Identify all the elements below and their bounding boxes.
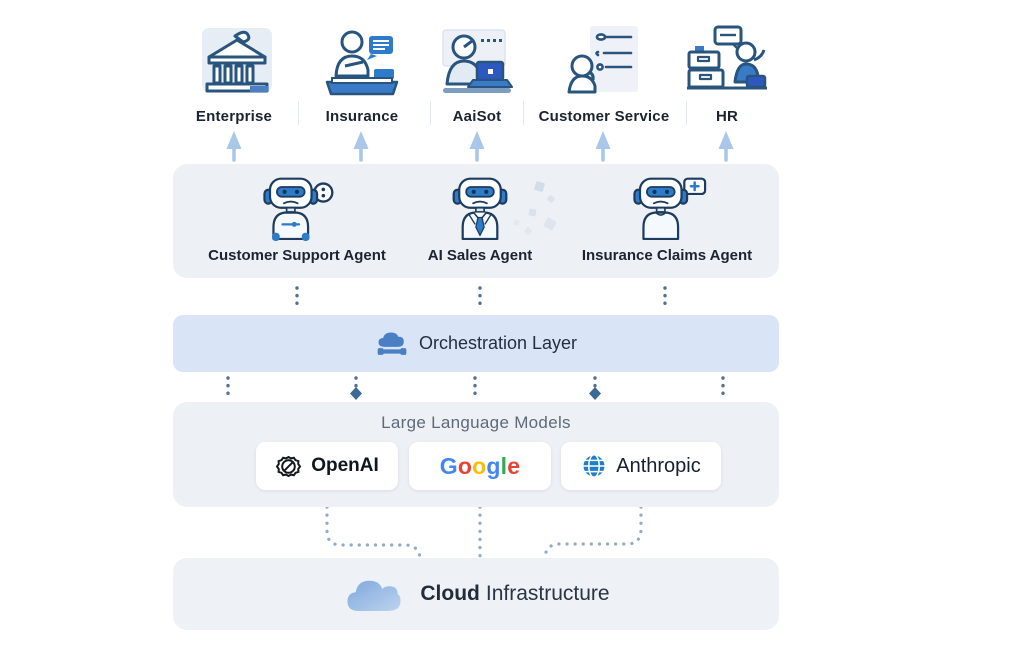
dotted-link [226,376,725,400]
sales-robot-icon [385,169,575,246]
agent-label: Customer Support Agent [208,247,386,264]
divider [298,101,299,125]
openai-label: OpenAI [311,455,379,476]
network-hub-icon [375,330,409,357]
cloud-icon [342,572,406,617]
category-label: Customer Service [538,108,670,125]
agent-label: Insurance Claims Agent [581,247,753,264]
category-aaisot: AaiSot [402,22,552,125]
up-arrow-icon [226,131,734,162]
diamond-arrowhead-icon [350,387,601,400]
category-label: Enterprise [195,108,273,125]
category-customer-service: Customer Service [529,22,679,125]
google-wordmark: Google [439,452,521,479]
category-label: AaiSot [452,108,502,125]
agent-insurance-claims: Insurance Claims Agent [572,169,762,264]
anthropic-card: Anthropic [561,442,721,490]
bank-icon [159,22,309,98]
orchestration-layer-label: Orchestration Layer [418,333,578,353]
person-laptop-icon [402,22,552,98]
divider [523,101,524,125]
category-label: Insurance [325,108,399,125]
cloud-label-regular: Infrastructure [485,582,610,605]
google-card: Google [409,442,551,490]
openai-logo-icon [275,453,302,480]
agent-customer-support: Customer Support Agent [202,169,392,264]
anthropic-label: Anthropic [616,454,701,477]
category-enterprise: Enterprise [159,22,309,125]
llm-layer-title: Large Language Models [381,413,571,432]
divider [686,101,687,125]
globe-icon [581,453,607,479]
agents-layer-band: Customer Support Agent [173,164,779,278]
agent-ai-sales: AI Sales Agent [385,169,575,264]
claims-robot-icon [572,169,762,246]
decor-square [528,208,537,217]
category-label: HR [715,108,739,125]
hr-cabinet-icon [652,22,802,98]
checklist-person-icon [529,22,679,98]
agent-label: AI Sales Agent [427,247,533,264]
divider [430,101,431,125]
category-hr: HR [652,22,802,125]
category-insurance: Insurance [287,22,437,125]
orchestration-layer-band: Orchestration Layer [173,315,779,372]
dotted-link [325,505,643,560]
support-robot-icon [202,169,392,246]
insurance-desk-icon [287,22,437,98]
llm-layer-band: Large Language Models OpenAI Google [173,402,779,507]
openai-card: OpenAI [256,442,398,490]
cloud-label-bold: Cloud [420,582,480,605]
dotted-link [295,286,667,312]
